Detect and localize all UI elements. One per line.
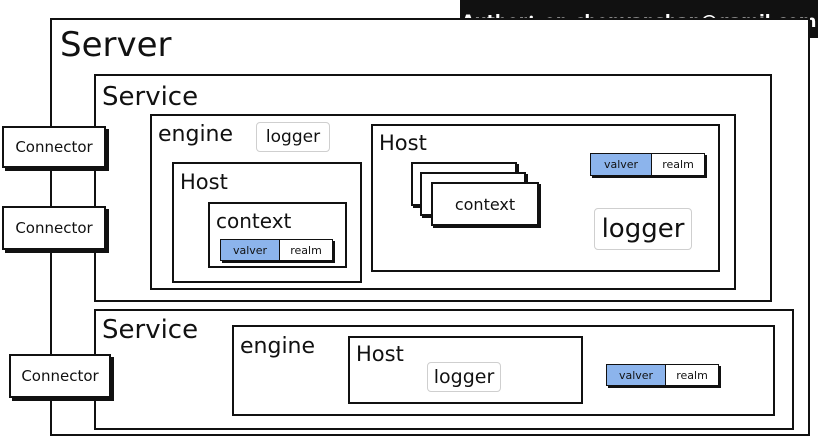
server-title: Server bbox=[60, 25, 172, 65]
context-stack-card-front: context bbox=[431, 182, 539, 226]
realm-cell: realm bbox=[666, 365, 718, 385]
engine-logger-1: logger bbox=[256, 122, 330, 152]
realm-cell: realm bbox=[652, 154, 704, 175]
connector-box-1: Connector bbox=[2, 126, 106, 168]
connector-box-3: Connector bbox=[9, 354, 111, 398]
host-logger-bottom: logger bbox=[427, 362, 501, 392]
valver-realm-right-top: valver realm bbox=[590, 153, 705, 176]
realm-cell: realm bbox=[280, 240, 332, 260]
context-stack-label: context bbox=[454, 194, 516, 214]
connector-box-2: Connector bbox=[2, 206, 106, 250]
valver-cell: valver bbox=[607, 365, 666, 385]
service-title-1: Service bbox=[102, 82, 199, 112]
engine-title-2: engine bbox=[240, 334, 316, 359]
host-title-bottom: Host bbox=[356, 342, 404, 366]
engine-title-1: engine bbox=[158, 122, 234, 147]
host-title-left: Host bbox=[180, 170, 228, 194]
valver-realm-bottom: valver realm bbox=[606, 364, 719, 386]
host-title-right: Host bbox=[379, 131, 427, 155]
service-title-2: Service bbox=[102, 315, 199, 345]
host-logger-right: logger bbox=[594, 208, 692, 250]
context-title: context bbox=[216, 209, 292, 233]
valver-cell: valver bbox=[591, 154, 652, 175]
valver-realm-left: valver realm bbox=[220, 239, 333, 261]
valver-cell: valver bbox=[221, 240, 280, 260]
